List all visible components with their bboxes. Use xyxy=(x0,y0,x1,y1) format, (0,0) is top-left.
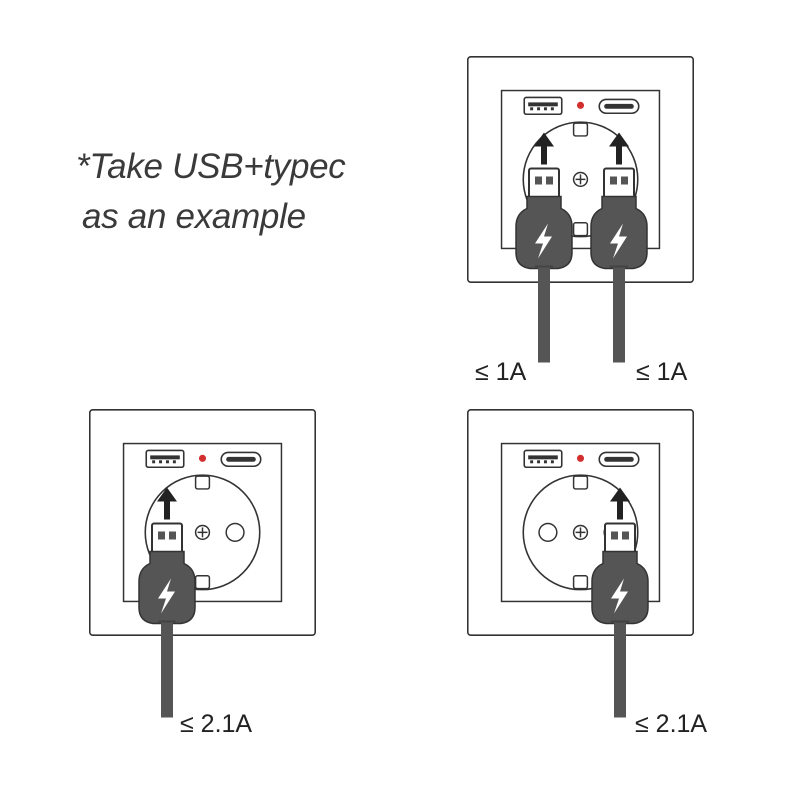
current-label-bottom-right: ≤ 2.1A xyxy=(635,710,708,738)
socket-usb-a-and-c xyxy=(467,56,694,283)
example-note: *Take USB+typec as an example xyxy=(76,142,346,242)
note-line-2: as an example xyxy=(82,197,306,236)
note-line-1: *Take USB+typec xyxy=(76,147,346,186)
current-label-top-left: ≤ 1A xyxy=(475,358,527,386)
current-label-bottom-left: ≤ 2.1A xyxy=(180,710,253,738)
socket-usb-c xyxy=(467,409,694,636)
current-label-top-right: ≤ 1A xyxy=(636,358,688,386)
socket-usb-a xyxy=(89,409,316,636)
